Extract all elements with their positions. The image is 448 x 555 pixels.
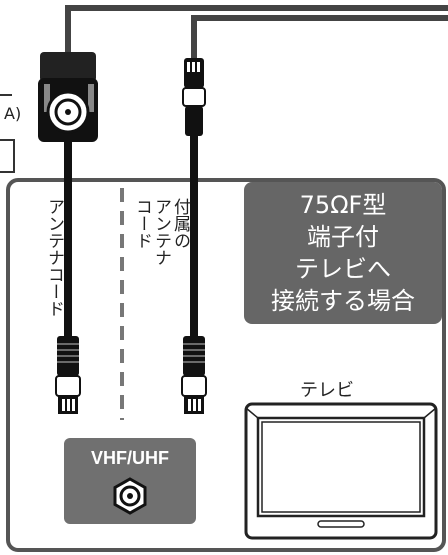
antenna-cord-label: アンテナコード bbox=[44, 198, 64, 317]
vhf-uhf-port-panel: VHF/UHF bbox=[64, 438, 196, 524]
side-label-fragment: A) bbox=[4, 104, 22, 123]
caption-box: 75ΩF型 端子付 テレビへ 接続する場合 bbox=[244, 182, 442, 324]
caption-line-2: 端子付 bbox=[307, 223, 379, 251]
television-icon bbox=[244, 402, 438, 540]
top-cable-outer bbox=[65, 5, 448, 52]
caption-line-1: 75ΩF型 bbox=[299, 191, 387, 219]
vhf-uhf-port-graphic bbox=[113, 477, 147, 515]
antenna-cord-plug-icon bbox=[55, 336, 81, 414]
caption-line-4: 接続する場合 bbox=[271, 287, 415, 315]
tv-side-panel bbox=[6, 178, 446, 552]
vhf-uhf-label: VHF/UHF bbox=[91, 448, 169, 468]
tv-label: テレビ bbox=[300, 380, 354, 401]
included-cord-bottom-plug-icon bbox=[181, 336, 207, 414]
left-box-fragment bbox=[0, 139, 15, 173]
included-cord-top-plug-icon bbox=[182, 58, 206, 136]
included-cord-label-line2: アンテナ bbox=[151, 198, 171, 266]
included-cord-label: 付属の アンテナ コード bbox=[132, 198, 190, 338]
included-cord-label-line3: コード bbox=[132, 198, 152, 249]
coax-socket-icon bbox=[113, 477, 147, 515]
caption-line-3: テレビへ bbox=[295, 255, 391, 283]
antenna-adapter-icon bbox=[38, 52, 98, 142]
included-cord-label-line1: 付属の bbox=[170, 198, 190, 249]
top-cable-inner bbox=[191, 15, 448, 60]
